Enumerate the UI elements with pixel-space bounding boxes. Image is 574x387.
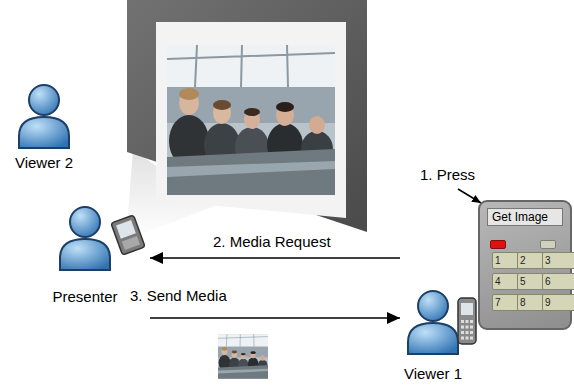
person-body [19,117,69,148]
person-node: Presenter [40,198,150,325]
edge-label: 3. Send Media [130,287,227,304]
keypad-key: 9 [542,294,574,311]
person-head [418,291,448,321]
screen-title-bar: Get Image [487,208,563,226]
person-node: Viewer 2 [8,78,88,176]
keypad-key: 3 [542,252,574,269]
person-label: Viewer 2 [15,154,73,171]
leader-arrow [458,189,481,203]
grey-key [540,240,556,249]
person-head [70,207,100,237]
person-head [29,85,59,115]
person-body [408,323,458,354]
projection-screen [127,0,367,232]
phone-screen-panel: Get Image123456789 [478,200,572,330]
key-label: 3 [545,253,574,268]
person-label: Viewer 1 [404,365,462,382]
projected-photo [167,45,335,195]
person-node: Viewer 1 [400,250,480,387]
phone-icon [111,215,145,255]
callout-label: 1. Press [420,166,475,183]
message-arrow [150,317,400,319]
message-arrow [150,257,400,259]
screen-surface [156,22,346,218]
photo-thumbnail [218,334,268,379]
phone-icon [458,298,476,344]
key-label: 6 [545,274,574,289]
red-key [490,240,506,249]
person-body [60,239,110,270]
person-label: Presenter [52,288,117,305]
edge-label: 2. Media Request [213,233,331,250]
person-icon [40,198,150,325]
keypad-key: 6 [542,273,574,290]
key-label: 9 [545,295,574,310]
